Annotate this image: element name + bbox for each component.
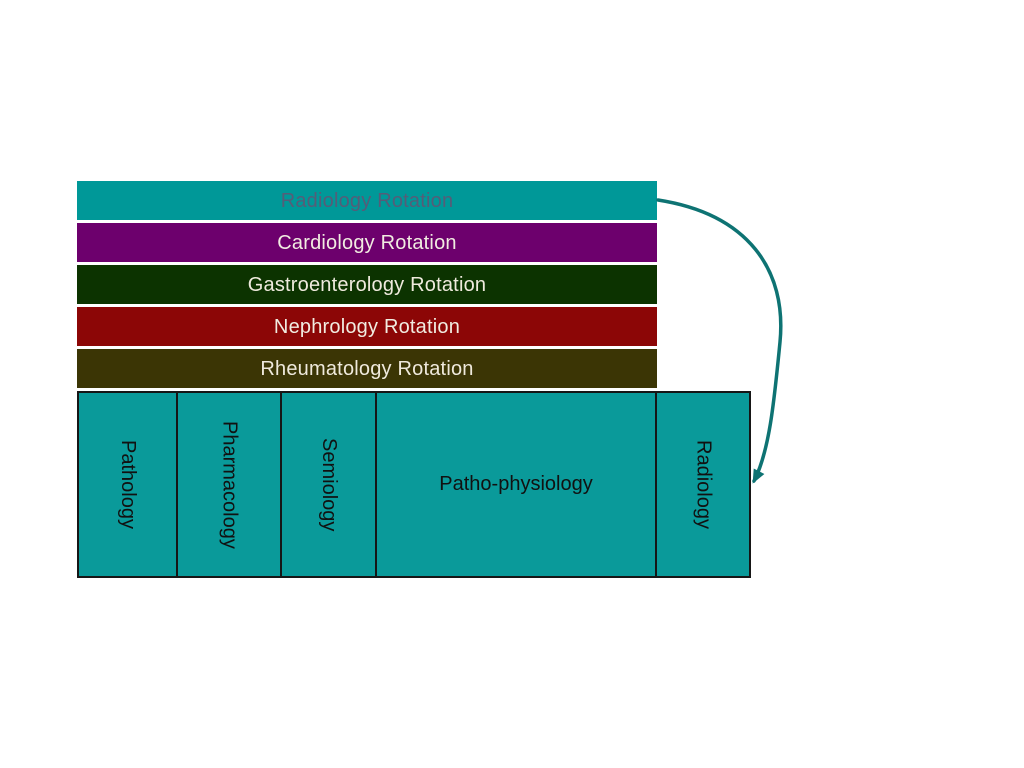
course-cell-pharmacology: Pharmacology	[178, 391, 282, 578]
rotation-bar-radiology: Radiology Rotation	[77, 181, 657, 220]
course-cell-semiology: Semiology	[282, 391, 377, 578]
rotation-bar-gastroenterology: Gastroenterology Rotation	[77, 265, 657, 304]
course-cell-pathology-label: Pathology	[117, 440, 139, 529]
course-cell-patho-physiology: Patho-physiology	[377, 391, 657, 578]
rotation-bars-group: Radiology Rotation Cardiology Rotation G…	[77, 181, 657, 388]
rotation-bar-rheumatology-label: Rheumatology Rotation	[260, 357, 474, 380]
rotation-bar-radiology-label: Radiology Rotation	[280, 189, 454, 212]
rotation-bar-cardiology-label: Cardiology Rotation	[277, 231, 457, 254]
rotation-bar-cardiology: Cardiology Rotation	[77, 223, 657, 262]
course-cell-pathology: Pathology	[77, 391, 178, 578]
course-table: Pathology Pharmacology Semiology Patho-p…	[77, 391, 751, 578]
course-cell-radiology-label: Radiology	[692, 440, 715, 529]
course-cell-radiology: Radiology	[657, 391, 751, 578]
rotation-bar-gastroenterology-label: Gastroenterology Rotation	[247, 273, 487, 296]
rotation-bar-nephrology: Nephrology Rotation	[77, 307, 657, 346]
course-cell-pharmacology-label: Pharmacology	[218, 420, 241, 549]
course-cell-semiology-label: Semiology	[318, 437, 340, 532]
rotation-bar-rheumatology: Rheumatology Rotation	[77, 349, 657, 388]
rotation-bar-nephrology-label: Nephrology Rotation	[273, 315, 461, 338]
course-cell-patho-physiology-label: Patho-physiology	[439, 473, 593, 495]
